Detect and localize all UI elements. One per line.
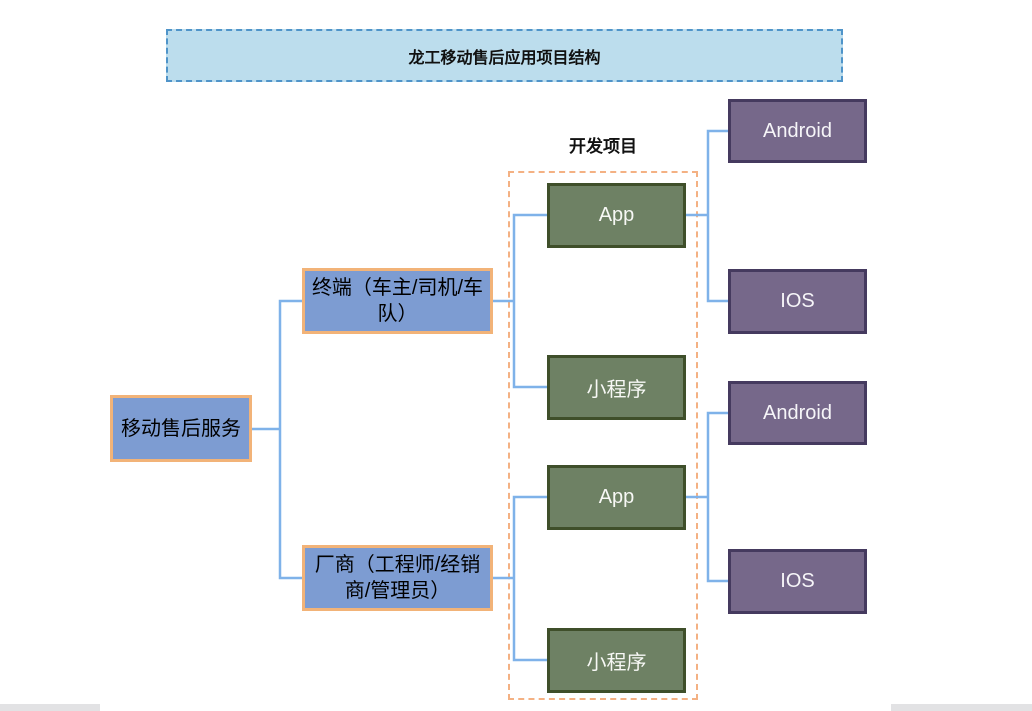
dev-projects-group-container bbox=[508, 171, 698, 700]
node-app-manufacturer[interactable]: App bbox=[547, 465, 686, 530]
node-android-manufacturer[interactable]: Android bbox=[728, 381, 867, 445]
node-manufacturer-users[interactable]: 厂商（工程师/经销商/管理员） bbox=[302, 545, 493, 611]
node-app-terminal[interactable]: App bbox=[547, 183, 686, 248]
bottom-right-edge-bar bbox=[891, 704, 1032, 711]
node-mobile-aftersales-service[interactable]: 移动售后服务 bbox=[110, 395, 252, 462]
connector-app1-platforms bbox=[706, 129, 728, 303]
connector-root-branches bbox=[278, 299, 302, 580]
bottom-left-edge-bar bbox=[0, 704, 100, 711]
connector-manufacturer-devprojects bbox=[512, 495, 547, 662]
node-ios-manufacturer[interactable]: IOS bbox=[728, 549, 867, 614]
node-terminal-users[interactable]: 终端（车主/司机/车队） bbox=[302, 268, 493, 334]
node-miniprogram-terminal[interactable]: 小程序 bbox=[547, 355, 686, 420]
dev-projects-group-label: 开发项目 bbox=[569, 137, 637, 156]
node-miniprogram-manufacturer[interactable]: 小程序 bbox=[547, 628, 686, 693]
connector-terminal-devprojects bbox=[512, 213, 547, 389]
connector-app2-platforms bbox=[706, 411, 728, 583]
diagram-title: 龙工移动售后应用项目结构 bbox=[166, 29, 843, 82]
node-android-terminal[interactable]: Android bbox=[728, 99, 867, 163]
node-ios-terminal[interactable]: IOS bbox=[728, 269, 867, 334]
